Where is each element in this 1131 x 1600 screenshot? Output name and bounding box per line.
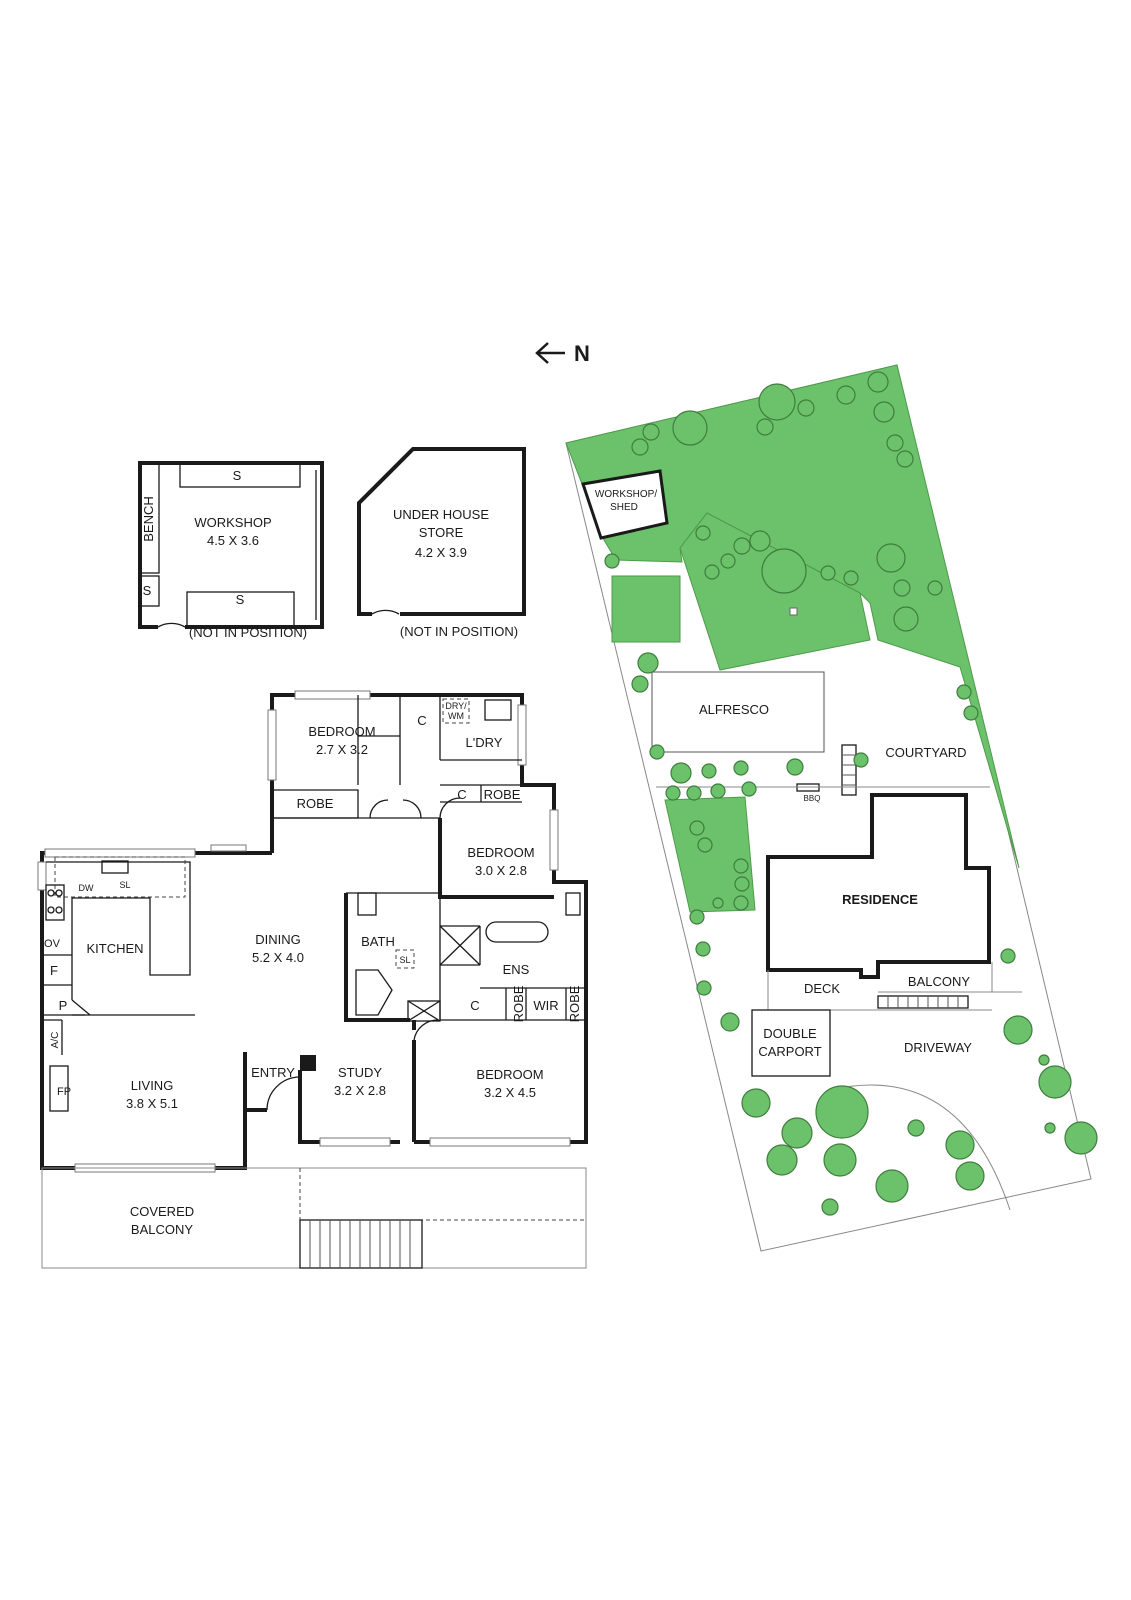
bedroom-mid-dims: 3.0 X 2.8 [475,863,527,878]
store-note: (NOT IN POSITION) [400,624,518,639]
study-dims: 3.2 X 2.8 [334,1083,386,1098]
cupboard-label: C [457,787,466,802]
living-name: LIVING [131,1078,174,1093]
dining-name: DINING [255,932,301,947]
robe-front-label: ROBE [297,796,334,811]
workshop-name: WORKSHOP [194,515,271,530]
carport-label: DOUBLE [763,1026,817,1041]
balcony-steps [299,1219,423,1269]
site-plan: WORKSHOP/ SHED ALFRESCO COURTYARD BBQ RE… [565,364,1098,1252]
entry-label: ENTRY [251,1065,295,1080]
alfresco-label: ALFRESCO [699,702,769,717]
courtyard-label: COURTYARD [885,745,966,760]
bbq-label: BBQ [804,794,821,803]
cupboard-label: C [417,713,426,728]
robe-left-label: ROBE [511,985,526,1022]
carport-label: CARPORT [758,1044,821,1059]
main-floor-plan: BEDROOM 2.7 X 3.2 ROBE C DRY/ WM L'DRY C… [37,690,588,1269]
covered-balcony-label: COVERED [130,1204,194,1219]
kitchen-pantry-label: P [59,998,68,1013]
laundry-name: L'DRY [466,735,503,750]
laundry-appliance-label: DRY/ [445,701,467,711]
north-compass: N [535,341,590,366]
bath-sl-label: SL [399,955,410,965]
bedroom-front-name: BEDROOM [308,724,375,739]
study-name: STUDY [338,1065,382,1080]
balcony-label: BALCONY [908,974,970,989]
tree-icons [604,371,1098,1216]
bedroom-main-dims: 3.2 X 4.5 [484,1085,536,1100]
north-label: N [574,341,590,366]
residence-label: RESIDENCE [842,892,918,907]
workshop-bench-label: BENCH [141,496,156,542]
store-name-line2: STORE [419,525,464,540]
workshop-shelf-label: S [236,592,245,607]
workshop-dims: 4.5 X 3.6 [207,533,259,548]
under-house-store: UNDER HOUSE STORE 4.2 X 3.9 (NOT IN POSI… [357,447,526,639]
bath-name: BATH [361,934,395,949]
fireplace-label: FP [57,1086,71,1098]
kitchen-sl-label: SL [119,880,130,890]
arrow-left-icon [535,342,565,364]
workshop-shelf-label: S [233,468,242,483]
bedroom-mid-name: BEDROOM [467,845,534,860]
wir-label: WIR [533,998,558,1013]
store-name-line1: UNDER HOUSE [393,507,489,522]
deck-label: DECK [804,981,840,996]
living-dims: 3.8 X 5.1 [126,1096,178,1111]
aircon-label: A/C [50,1032,61,1049]
kitchen-fridge-label: F [50,963,58,978]
bedroom-main-name: BEDROOM [476,1067,543,1082]
workshop-outbuilding: BENCH S S S WORKSHOP 4.5 X 3.6 (NOT IN P… [138,461,324,640]
workshop-shelf-label: S [143,583,152,598]
dining-dims: 5.2 X 4.0 [252,950,304,965]
covered-balcony-label: BALCONY [131,1222,193,1237]
kitchen-ov-label: OV [44,938,61,950]
site-workshop-label: SHED [610,502,638,513]
site-workshop-label: WORKSHOP/ [595,489,657,500]
cupboard-label: C [470,998,479,1013]
laundry-appliance-label: WM [448,711,464,721]
robe-right-label: ROBE [567,985,582,1022]
robe-mid-label: ROBE [484,787,521,802]
workshop-note: (NOT IN POSITION) [189,625,307,640]
kitchen-dw-label: DW [79,883,94,893]
store-dims: 4.2 X 3.9 [415,545,467,560]
bedroom-front-dims: 2.7 X 3.2 [316,742,368,757]
deck-steps [877,995,969,1009]
ensuite-label: ENS [503,962,530,977]
kitchen-name: KITCHEN [86,941,143,956]
driveway-label: DRIVEWAY [904,1040,972,1055]
